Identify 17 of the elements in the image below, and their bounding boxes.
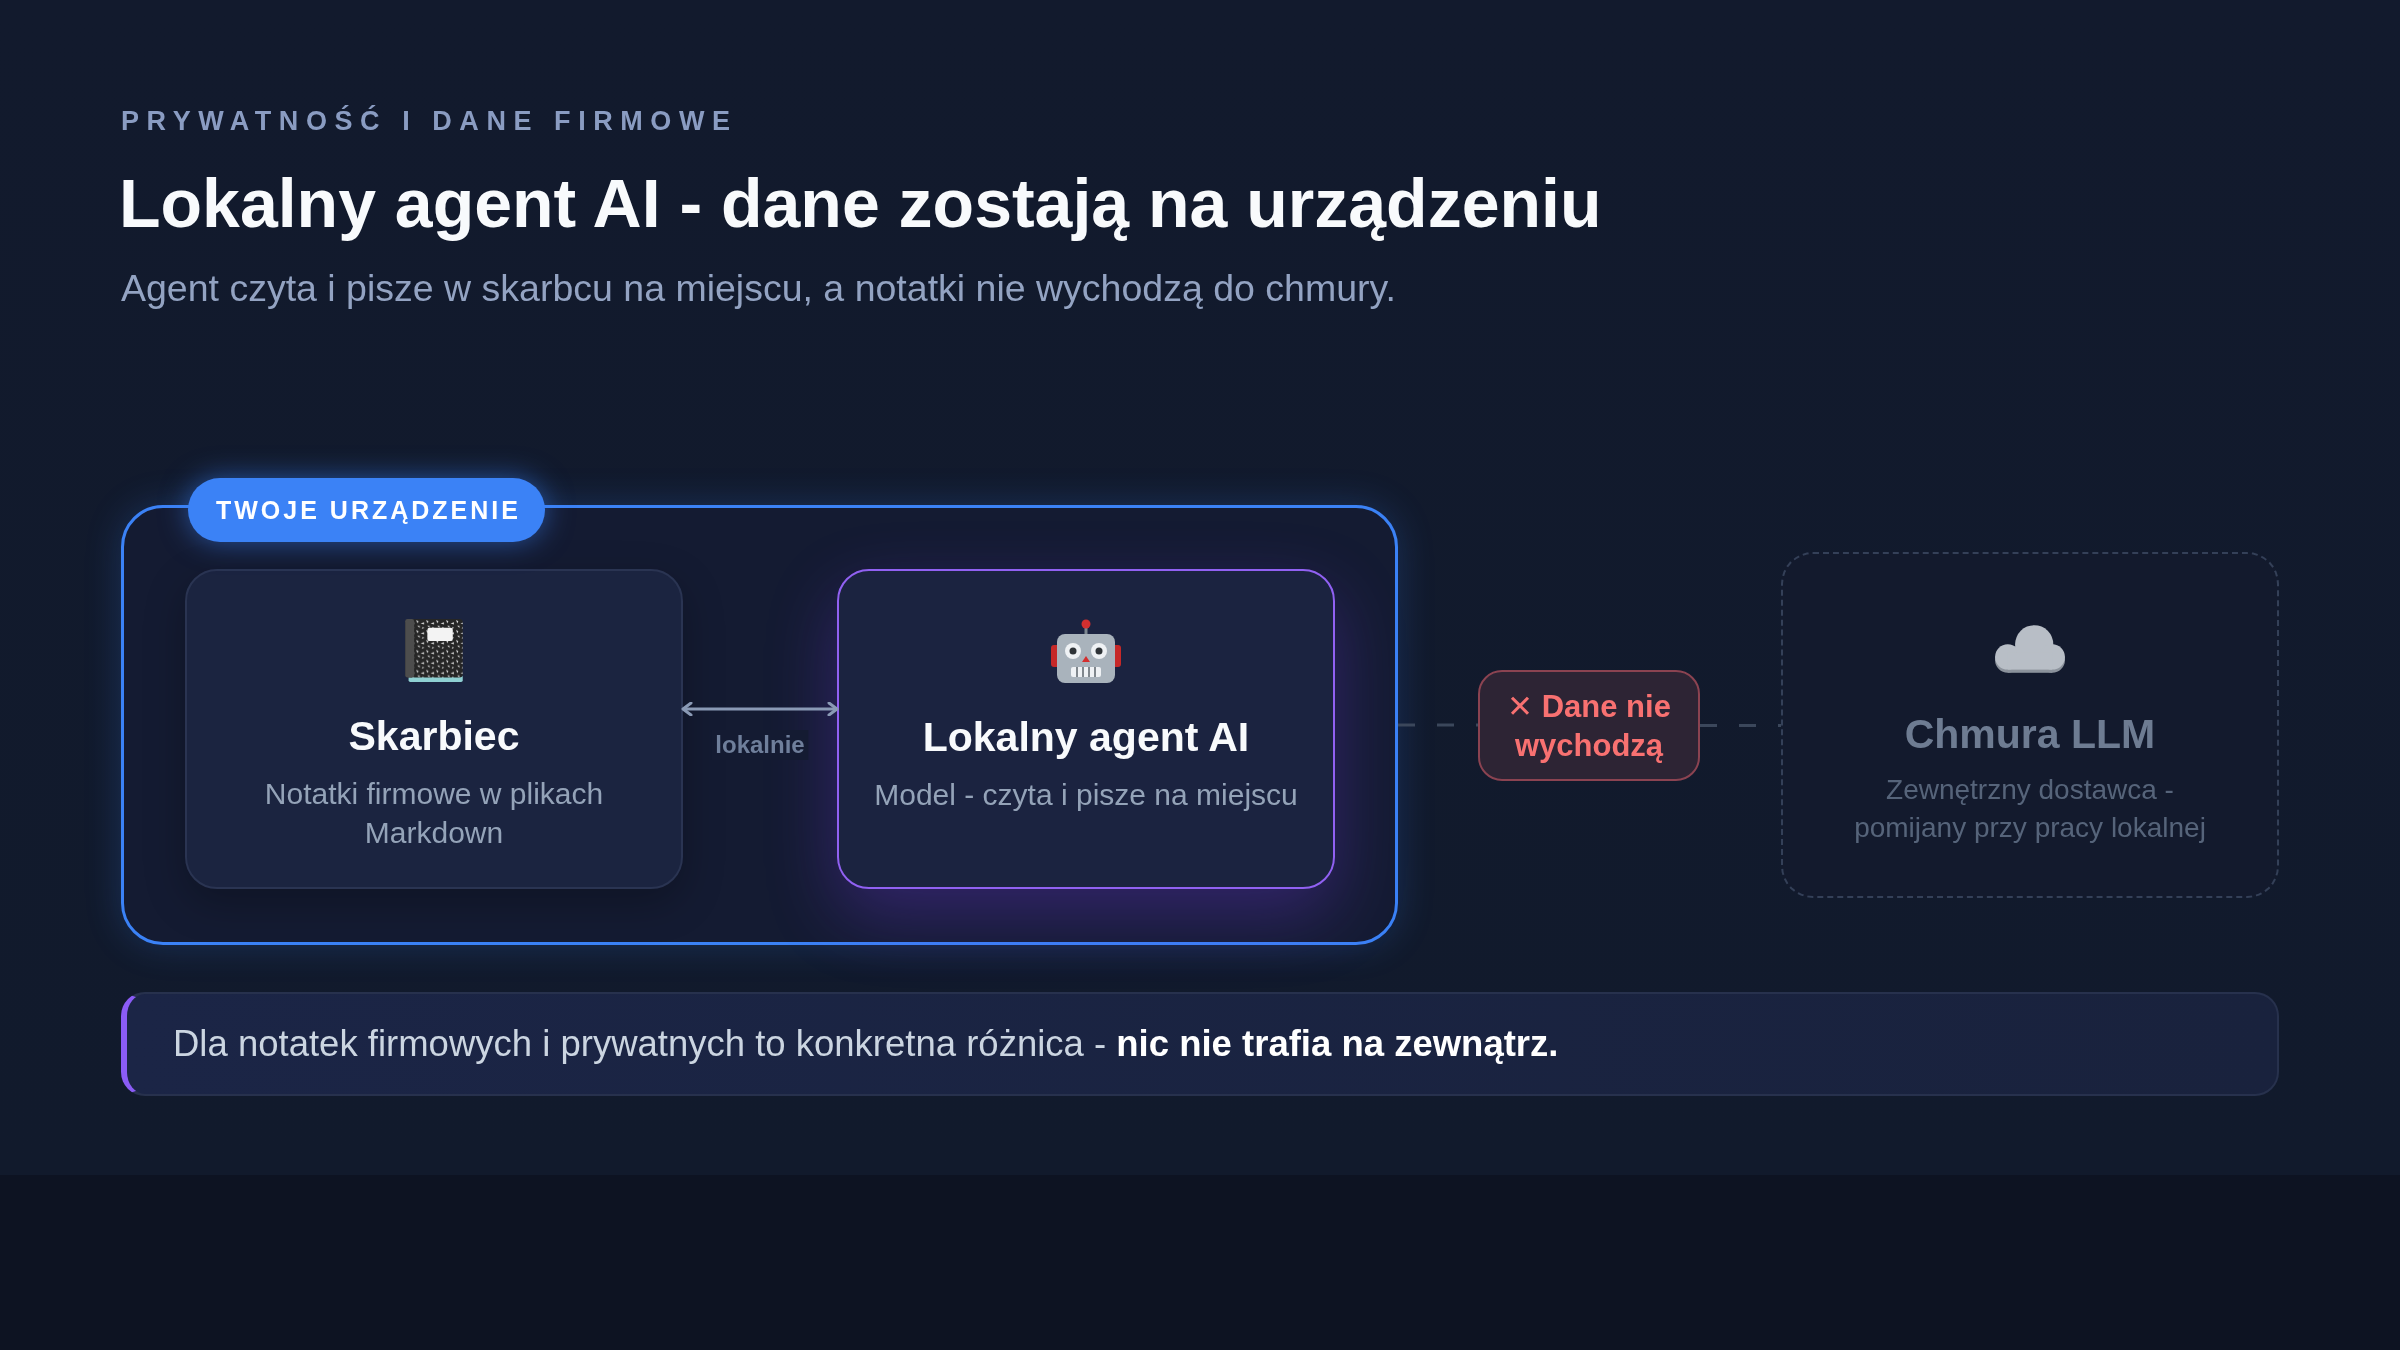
blocked-data-tag: ✕ Dane nie wychodzą [1478, 670, 1700, 781]
subtitle: Agent czyta i pisze w skarbcu na miejscu, a notatki nie wychodzą do chmury. [121, 266, 1396, 310]
card-title: Chmura LLM [1904, 710, 2156, 759]
card-description: Zewnętrzny dostawca - pomijany przy pracy lokalnej [1853, 773, 2207, 845]
section-tag: TWOJE URZĄDZENIE [188, 478, 545, 542]
card-description: Notatki firmowe w plikach Markdown [263, 776, 605, 851]
eyebrow-label: PRYWATNOŚĆ I DANE FIRMOWE [121, 104, 738, 138]
cloud-card [1781, 552, 2279, 898]
dashed-connector [1700, 724, 1781, 727]
agent-card [837, 569, 1335, 889]
note-banner: Dla notatek firmowych i prywatnych to konkretna różnica - nic nie trafia na zewnątrz. [121, 992, 2279, 1096]
card-title: Skarbiec [348, 712, 520, 761]
page-title: Lokalny agent AI - dane zostają na urządzeniu [119, 164, 1602, 242]
double-arrow [681, 701, 839, 717]
card-description: Model - czyta i pisze na miejscu [874, 777, 1298, 813]
card-title: Lokalny agent AI [922, 713, 1250, 762]
vault-card [185, 569, 683, 889]
